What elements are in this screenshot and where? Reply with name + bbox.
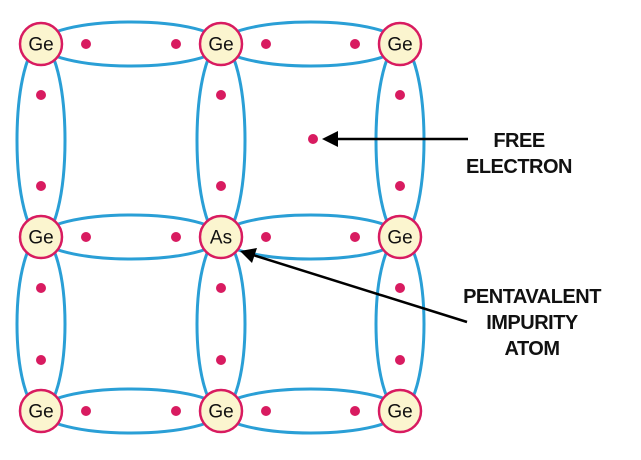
- covalent-bond-horizontal: [39, 213, 223, 261]
- atom-circle: [18, 388, 64, 434]
- covalent-bond-horizontal: [219, 387, 402, 435]
- valence-electron: [216, 90, 226, 100]
- covalent-bond-vertical: [15, 42, 67, 239]
- covalent-bond-vertical: [374, 235, 426, 413]
- valence-electron: [395, 181, 405, 191]
- atom-label: Ge: [208, 402, 233, 423]
- valence-electron: [216, 283, 226, 293]
- valence-electron: [36, 90, 46, 100]
- valence-electron: [36, 181, 46, 191]
- electron-layer: [36, 39, 405, 416]
- atom-circle: [198, 388, 244, 434]
- atom-label: Ge: [28, 228, 53, 249]
- atom-label: Ge: [387, 35, 412, 56]
- impurity-label-line3: ATOM: [504, 338, 559, 360]
- atom-r2c0: Ge: [18, 388, 64, 434]
- valence-electron: [261, 232, 271, 242]
- valence-electron: [81, 39, 91, 49]
- atom-circle: [198, 21, 244, 67]
- valence-electron: [395, 90, 405, 100]
- valence-electron: [171, 232, 181, 242]
- covalent-bond-horizontal: [39, 20, 223, 68]
- atom-circle: [18, 214, 64, 260]
- atom-label: Ge: [28, 35, 53, 56]
- free-electron-callout: FREE ELECTRON: [322, 130, 573, 178]
- atom-r1c1-arsenic: As: [198, 214, 244, 260]
- covalent-bond-horizontal: [219, 20, 402, 68]
- valence-electron: [350, 232, 360, 242]
- atom-layer: Ge Ge Ge Ge As Ge Ge Ge: [18, 21, 423, 434]
- free-electron: [308, 134, 318, 144]
- atom-label: Ge: [387, 402, 412, 423]
- valence-electron: [81, 406, 91, 416]
- atom-r1c2: Ge: [377, 214, 423, 260]
- valence-electron: [350, 406, 360, 416]
- atom-label: Ge: [28, 402, 53, 423]
- arrow-head-icon: [240, 248, 257, 263]
- atom-r0c1: Ge: [198, 21, 244, 67]
- atom-r1c0: Ge: [18, 214, 64, 260]
- impurity-label-line1: PENTAVALENT: [463, 286, 601, 308]
- valence-electron: [216, 355, 226, 365]
- covalent-bond-vertical: [195, 235, 247, 413]
- valence-electron: [395, 283, 405, 293]
- free-electron-label-line1: FREE: [493, 130, 545, 152]
- atom-circle: [198, 214, 244, 260]
- covalent-bond-vertical: [374, 42, 426, 239]
- atom-r0c2: Ge: [377, 21, 423, 67]
- free-electron-label-line2: ELECTRON: [466, 156, 572, 178]
- valence-electron: [36, 355, 46, 365]
- atom-label: As: [210, 228, 232, 249]
- atom-label: Ge: [387, 228, 412, 249]
- atom-circle: [18, 21, 64, 67]
- arrow-head-icon: [322, 131, 338, 147]
- impurity-arrow: [252, 253, 468, 324]
- atom-r2c1: Ge: [198, 388, 244, 434]
- valence-electron: [395, 355, 405, 365]
- valence-electron: [36, 283, 46, 293]
- valence-electron: [171, 406, 181, 416]
- atom-r2c2: Ge: [377, 388, 423, 434]
- impurity-callout: PENTAVALENT IMPURITY ATOM: [240, 248, 602, 360]
- atom-label: Ge: [208, 35, 233, 56]
- covalent-bond-horizontal: [39, 387, 223, 435]
- atom-r0c0: Ge: [18, 21, 64, 67]
- valence-electron: [261, 39, 271, 49]
- atom-circle: [377, 388, 423, 434]
- covalent-bond-vertical: [195, 42, 247, 239]
- impurity-label-line2: IMPURITY: [486, 312, 579, 334]
- valence-electron: [261, 406, 271, 416]
- valence-electron: [171, 39, 181, 49]
- valence-electron: [81, 232, 91, 242]
- atom-circle: [377, 21, 423, 67]
- valence-electron: [350, 39, 360, 49]
- covalent-bond-vertical: [15, 235, 67, 413]
- atom-circle: [377, 214, 423, 260]
- valence-electron: [216, 181, 226, 191]
